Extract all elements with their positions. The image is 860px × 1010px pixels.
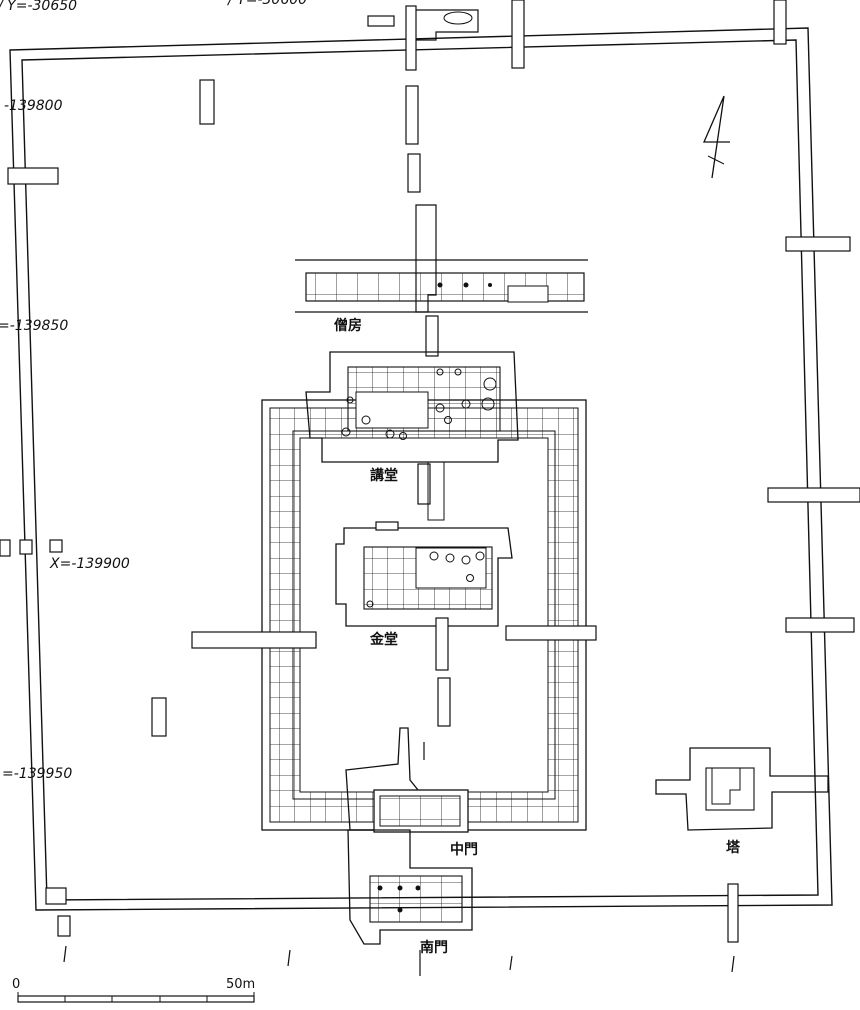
scale-start-label: 0 — [12, 977, 20, 992]
coord-x-139900: X=-139900 — [49, 556, 130, 572]
lecture-hall-foundation — [305, 351, 519, 463]
central-axis-trenches — [423, 617, 451, 760]
label-monks-quarters: 僧房 — [334, 317, 362, 334]
label-golden-hall: 金堂 — [369, 631, 398, 648]
pagoda-foundation — [655, 747, 829, 831]
label-south-gate: 南門 — [420, 939, 448, 956]
scale-end-label: 50m — [226, 977, 255, 992]
coord-x-139850: =-139850 — [0, 318, 68, 334]
coord-x-139800: -139800 — [4, 98, 63, 114]
north-axis-trenches — [7, 0, 860, 633]
north-arrow-icon — [703, 95, 730, 179]
monks-quarters-foundation — [295, 259, 588, 313]
middle-gate-foundation — [345, 727, 469, 833]
label-pagoda: 塔 — [726, 839, 741, 856]
south-gate-foundation — [347, 829, 473, 945]
coord-y-30650: / Y=-30650 — [0, 0, 77, 14]
side-trenches — [0, 539, 597, 737]
coord-y-30600: / Y=-30600 — [226, 0, 307, 8]
scale-bar: 0 50m — [12, 977, 255, 1003]
coord-x-139950: =-139950 — [2, 766, 72, 782]
label-lecture-hall: 講堂 — [370, 467, 398, 484]
label-middle-gate: 中門 — [450, 841, 478, 858]
outer-enclosure — [9, 27, 833, 911]
south-minor-trenches — [45, 883, 739, 976]
golden-hall-foundation — [335, 462, 513, 627]
